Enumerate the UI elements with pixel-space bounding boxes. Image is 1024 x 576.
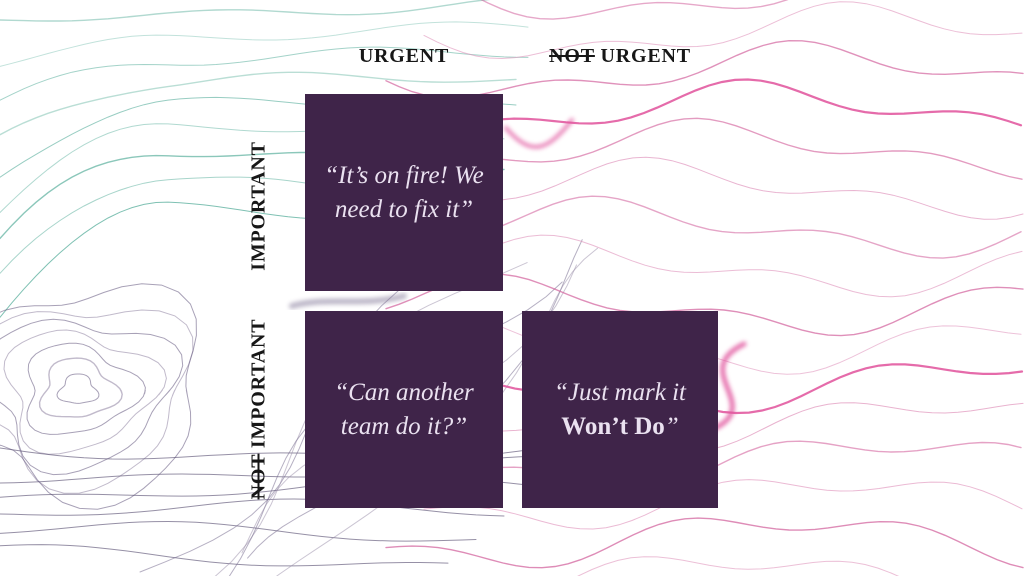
- quadrant-urgent-not-important: “Can another team do it?”: [305, 311, 503, 508]
- row-header-not-important-label: IMPORTANT: [247, 318, 270, 449]
- quote-line: “Can another: [334, 379, 474, 406]
- quote-line: team do it?”: [340, 412, 468, 440]
- quote-line: need to fix it”: [334, 195, 474, 223]
- column-header-urgent: URGENT: [294, 44, 514, 68]
- quote-line: “Just mark it: [554, 379, 686, 406]
- contour-group-teal: [0, 0, 529, 318]
- quote-line-bold: Won’t Do: [561, 412, 665, 440]
- quote-urgent-important: “It’s on fire! We need to fix it”: [316, 159, 492, 226]
- row-header-important: IMPORTANT: [248, 141, 271, 270]
- row-header-not-important: NOT IMPORTANT: [248, 319, 271, 500]
- quote-line: “It’s on fire! We: [324, 162, 484, 189]
- column-header-urgent-label: URGENT: [358, 45, 450, 67]
- row-header-not-important-struck-word: NOT: [247, 453, 270, 500]
- contour-group-purple: [0, 238, 598, 576]
- quote-not-urgent-not-important: “Just mark it Won’t Do”: [546, 376, 694, 443]
- row-header-important-label: IMPORTANT: [247, 141, 270, 271]
- column-header-not-urgent-struck-word: NOT: [549, 45, 595, 67]
- quadrant-urgent-important: “It’s on fire! We need to fix it”: [305, 94, 503, 291]
- quote-close-quote: ”: [664, 412, 679, 440]
- column-header-not-urgent-label: URGENT: [600, 45, 691, 67]
- quadrant-not-urgent-not-important: “Just mark it Won’t Do”: [522, 311, 718, 508]
- quote-urgent-not-important: “Can another team do it?”: [326, 376, 482, 443]
